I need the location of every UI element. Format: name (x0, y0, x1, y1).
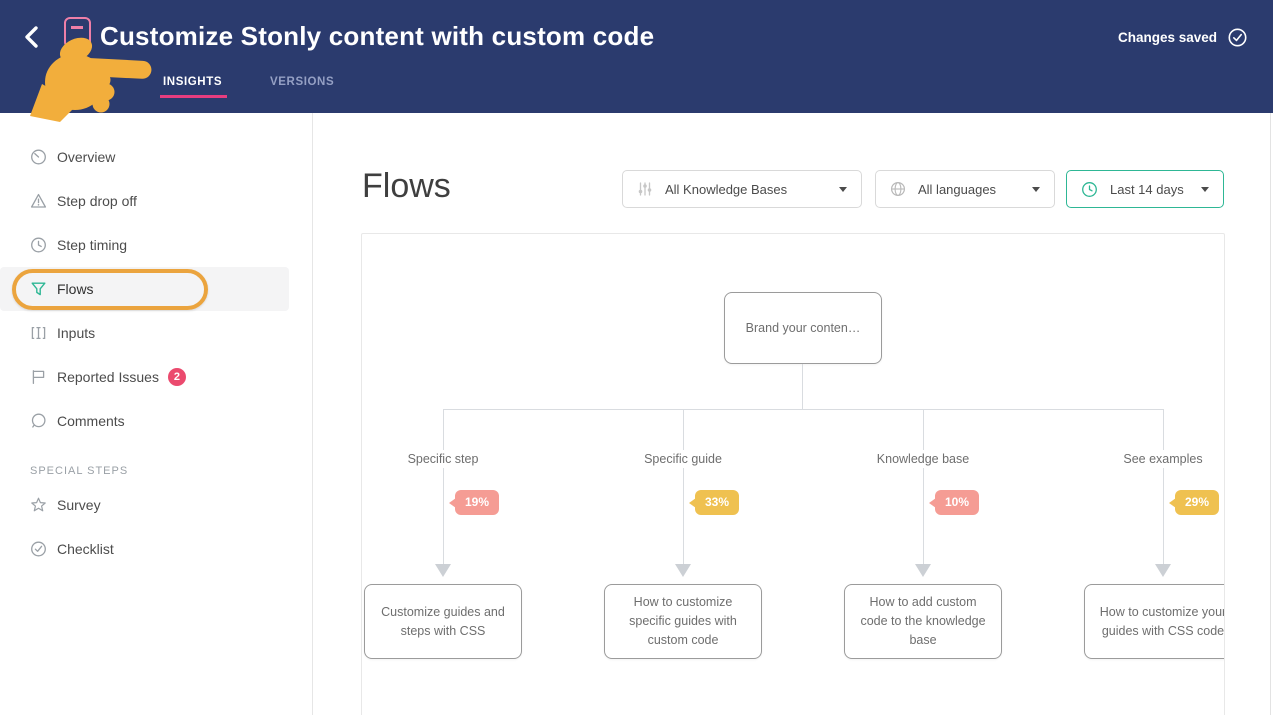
sidebar-item-checklist[interactable]: Checklist (0, 527, 312, 571)
scrollbar-track[interactable] (1270, 113, 1271, 715)
sidebar-item-survey[interactable]: Survey (0, 483, 312, 527)
sidebar-item-label: Step timing (57, 237, 128, 253)
changes-saved-status: Changes saved (1118, 27, 1248, 48)
chevron-down-icon (1032, 186, 1040, 192)
connector-line (1162, 409, 1164, 565)
sidebar-item-label: Step drop off (57, 193, 137, 209)
filter-label: Last 14 days (1110, 181, 1184, 197)
back-button[interactable] (20, 24, 46, 50)
input-icon (31, 326, 46, 340)
flow-target-node[interactable]: How to add custom code to the knowledge … (844, 584, 1002, 659)
filter-label: All Knowledge Bases (665, 181, 788, 197)
comment-icon (31, 413, 46, 428)
date-range-filter[interactable]: Last 14 days (1066, 170, 1224, 208)
funnel-icon (31, 282, 46, 296)
tab-bar: EDITOR INSIGHTS VERSIONS (0, 76, 1273, 106)
tab-insights[interactable]: INSIGHTS (159, 76, 228, 100)
knowledge-base-filter[interactable]: All Knowledge Bases (622, 170, 862, 208)
sidebar-item-step-drop-off[interactable]: Step drop off (0, 179, 312, 223)
issues-count-badge: 2 (167, 368, 186, 386)
sidebar-item-overview[interactable]: Overview (0, 135, 312, 179)
sidebar-item-flows[interactable]: Flows (0, 267, 289, 311)
warning-icon (30, 193, 47, 208)
check-circle-icon (1228, 28, 1247, 47)
connector-line (802, 364, 803, 409)
flow-target-node[interactable]: How to customize specific guides with cu… (604, 584, 762, 659)
page-title: Customize Stonly content with custom cod… (100, 21, 655, 51)
percent-badge: 10% (928, 490, 980, 515)
flow-diagram-panel: Brand your conten… Specific step Specifi… (361, 233, 1225, 715)
gauge-icon (31, 149, 46, 165)
arrow-down-icon (1155, 564, 1171, 577)
arrow-down-icon (675, 564, 691, 577)
arrow-down-icon (435, 564, 451, 577)
sidebar-section-special-steps: SPECIAL STEPS (30, 465, 129, 477)
chevron-down-icon (1201, 186, 1209, 192)
branch-label: Specific step (399, 450, 487, 468)
tab-versions[interactable]: VERSIONS (270, 76, 335, 88)
connector-line (442, 409, 444, 565)
arrow-down-icon (915, 564, 931, 577)
filter-label: All languages (918, 181, 997, 197)
sidebar-item-label: Comments (57, 413, 125, 429)
sidebar-item-label: Inputs (57, 325, 96, 341)
sidebar-item-label: Flows (57, 281, 94, 297)
flag-icon (32, 370, 45, 385)
sidebar-item-label: Checklist (57, 541, 114, 557)
percent-badge: 29% (1168, 490, 1220, 515)
changes-saved-label: Changes saved (1117, 30, 1217, 45)
globe-icon (890, 181, 906, 197)
flow-target-node[interactable]: How to customize your guides with CSS co… (1084, 584, 1224, 659)
connector-line (443, 409, 1163, 410)
chevron-down-icon (839, 186, 847, 192)
connector-line (682, 409, 684, 565)
section-title: Flows (362, 167, 451, 205)
sidebar-item-label: Reported Issues (57, 369, 159, 385)
sidebar-item-step-timing[interactable]: Step timing (0, 223, 312, 267)
connector-line (922, 409, 924, 565)
branch-label: Specific guide (636, 450, 730, 468)
timer-icon (31, 237, 46, 253)
chevron-left-icon (25, 26, 38, 48)
sidebar-item-label: Survey (57, 497, 101, 513)
sidebar-item-comments[interactable]: Comments (0, 399, 312, 443)
sliders-icon (638, 182, 652, 196)
language-filter[interactable]: All languages (875, 170, 1055, 208)
branch-label: Knowledge base (868, 450, 978, 468)
clock-icon (1082, 181, 1097, 197)
sidebar-item-reported-issues[interactable]: Reported Issues 2 (0, 355, 312, 399)
check-circle-icon (31, 541, 46, 557)
percent-badge: 33% (688, 490, 740, 515)
branch-label: See examples (1115, 450, 1211, 468)
header-bar: Customize Stonly content with custom cod… (0, 0, 1273, 113)
percent-badge: 19% (448, 490, 500, 515)
sidebar-item-inputs[interactable]: Inputs (0, 311, 312, 355)
star-icon (31, 497, 46, 512)
sidebar-item-label: Overview (57, 149, 116, 165)
pointer-hand-annotation (30, 37, 152, 122)
flow-root-node[interactable]: Brand your conten… (724, 292, 882, 364)
flow-target-node[interactable]: Customize guides and steps with CSS (364, 584, 522, 659)
sidebar: Overview Step drop off Step timing Flows (0, 113, 313, 715)
